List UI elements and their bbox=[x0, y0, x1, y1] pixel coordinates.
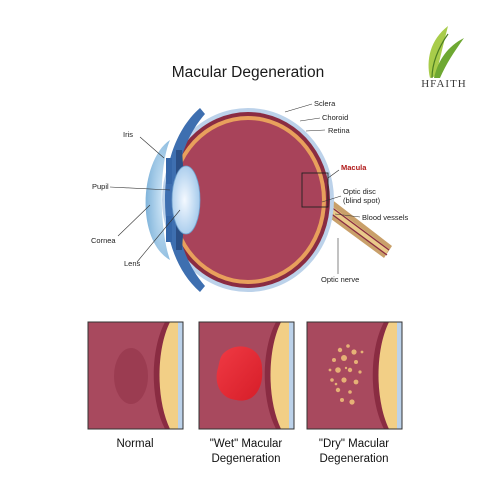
label-lens: Lens bbox=[124, 259, 141, 268]
label-optic-disc: Optic disc (blind spot) bbox=[343, 187, 380, 205]
iris bbox=[166, 158, 172, 184]
leader-lines bbox=[109, 103, 361, 274]
brand-text: HFAITH bbox=[421, 78, 467, 90]
label-choroid: Choroid bbox=[322, 113, 349, 122]
leaf-icon bbox=[428, 26, 464, 79]
diagram-title: Macular Degeneration bbox=[171, 64, 325, 81]
dry-drusen-spots bbox=[328, 344, 364, 405]
caption-normal: Normal bbox=[80, 437, 190, 452]
brand-logo: HFAITH bbox=[408, 20, 480, 94]
caption-dry-line1: "Dry" Macular bbox=[318, 438, 390, 450]
label-sclera: Sclera bbox=[314, 99, 336, 108]
label-optic-nerve: Optic nerve bbox=[321, 275, 360, 284]
cornea bbox=[145, 140, 170, 260]
label-blood-vessels: Blood vessels bbox=[362, 213, 409, 222]
label-cornea: Cornea bbox=[91, 236, 116, 245]
caption-wet: "Wet" Macular Degeneration bbox=[191, 437, 301, 467]
caption-normal-line1: Normal bbox=[116, 438, 154, 450]
caption-wet-line1: "Wet" Macular bbox=[209, 438, 283, 450]
caption-dry: "Dry" Macular Degeneration bbox=[299, 437, 409, 467]
caption-dry-line2: Degeneration bbox=[319, 453, 389, 465]
caption-wet-line2: Degeneration bbox=[211, 453, 281, 465]
label-pupil: Pupil bbox=[92, 182, 109, 191]
normal-macula bbox=[114, 348, 148, 404]
label-optic-disc-line1: Optic disc bbox=[343, 187, 376, 196]
wet-bleeding-area bbox=[216, 346, 263, 401]
label-macula: Macula bbox=[341, 163, 367, 172]
ciliary-body bbox=[165, 108, 205, 292]
vitreous-body bbox=[174, 120, 322, 280]
label-iris: Iris bbox=[123, 130, 133, 139]
panel-normal bbox=[88, 322, 183, 429]
label-retina: Retina bbox=[328, 126, 350, 135]
macula-box bbox=[301, 172, 329, 208]
panel-dry bbox=[307, 322, 402, 429]
label-optic-disc-line2: (blind spot) bbox=[343, 196, 381, 205]
panel-wet bbox=[199, 322, 294, 429]
lens bbox=[171, 165, 201, 235]
